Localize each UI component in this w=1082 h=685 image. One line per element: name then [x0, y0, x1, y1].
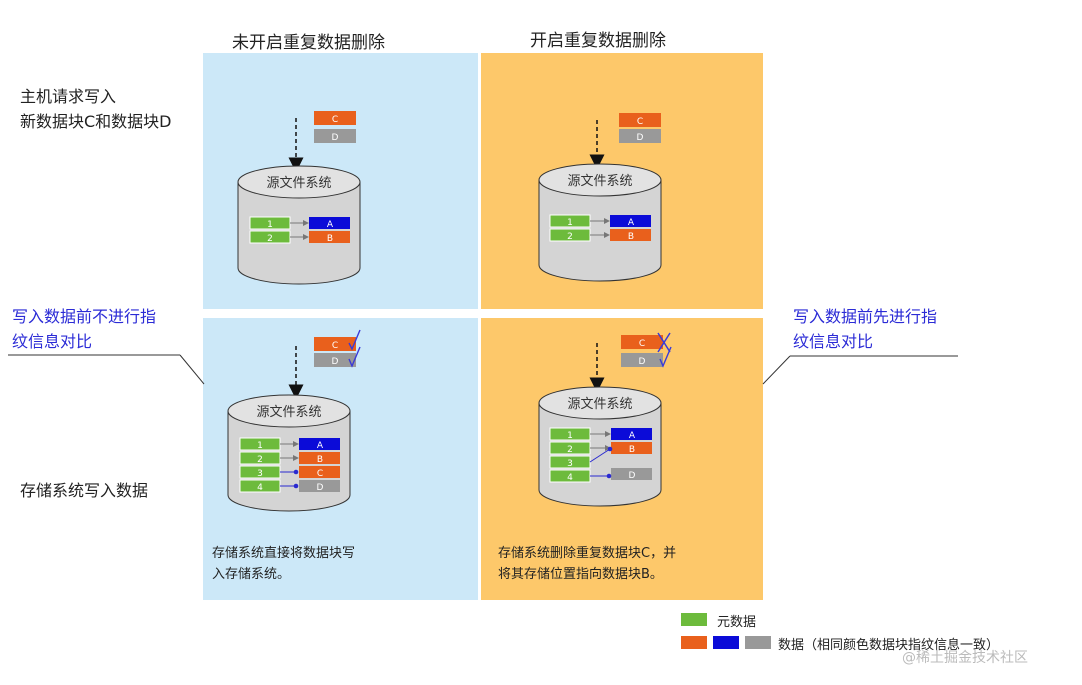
cylinder-label: 源文件系统 [567, 397, 632, 412]
data-block-a-label: A [327, 220, 334, 230]
column-title-dedup: 开启重复数据删除 [530, 31, 666, 51]
metadata-4-label: 4 [567, 473, 573, 483]
annotation-left-line1: 写入数据前不进行指 [12, 307, 157, 326]
data-block-c-label: C [317, 469, 323, 479]
annotation-no-fingerprint-compare: 写入数据前不进行指 纹信息对比 [12, 304, 156, 354]
legend-metadata-swatch [681, 613, 707, 626]
metadata-1-label: 1 [267, 220, 273, 230]
metadata-2-label: 2 [567, 232, 573, 242]
caption-dedup: 存储系统删除重复数据块C，并 将其存储位置指向数据块B。 [498, 543, 760, 585]
incoming-block-c-label: C [637, 117, 643, 127]
annotation-right-line2: 纹信息对比 [793, 332, 874, 351]
cross-mark-icon [657, 332, 671, 353]
incoming-block-c-label: C [332, 341, 338, 351]
metadata-3-label: 3 [567, 459, 573, 469]
row-label-storage-write: 存储系统写入数据 [20, 481, 149, 500]
column-title-no-dedup: 未开启重复数据删除 [232, 33, 385, 53]
data-block-b-label: B [629, 445, 635, 455]
legend-blue-swatch [713, 636, 739, 649]
legend-swatches [681, 613, 771, 649]
metadata-2-label: 2 [567, 445, 573, 455]
data-block-d-label: D [629, 471, 636, 481]
metadata-1-label: 1 [567, 431, 573, 441]
metadata-1-label: 1 [257, 441, 263, 451]
incoming-block-d-label: D [639, 357, 646, 367]
quadrant-top-right: C D 源文件系统 1 2 A B [538, 113, 662, 282]
legend-gray-swatch [745, 636, 771, 649]
quadrant-bottom-left: C D 源文件系统 1 2 3 4 A B C D [227, 329, 361, 512]
incoming-block-d-label: D [332, 357, 339, 367]
incoming-block-c-label: C [332, 115, 338, 125]
metadata-2-label: 2 [257, 455, 263, 465]
metadata-3-label: 3 [257, 469, 263, 479]
legend-orange-swatch [681, 636, 707, 649]
host-label-line1: 主机请求写入 [20, 87, 117, 106]
metadata-1-label: 1 [567, 218, 573, 228]
legend-data-label: 数据（相同颜色数据块指纹信息一致） [778, 638, 1000, 653]
data-block-a-label: A [629, 431, 636, 441]
host-label-line2: 新数据块C和数据块D [20, 112, 172, 131]
caption-no-dedup-line2: 入存储系统。 [212, 567, 291, 582]
caption-no-dedup: 存储系统直接将数据块写 入存储系统。 [212, 543, 472, 585]
data-block-a-label: A [317, 441, 324, 451]
quadrant-bottom-right: C D 源文件系统 1 2 3 4 A B D [538, 332, 672, 507]
incoming-block-d-label: D [637, 133, 644, 143]
annotation-left-line2: 纹信息对比 [12, 332, 93, 351]
cylinder-label: 源文件系统 [256, 405, 321, 420]
data-block-a-label: A [628, 218, 635, 228]
metadata-4-label: 4 [257, 483, 263, 493]
annotation-fingerprint-compare: 写入数据前先进行指 纹信息对比 [793, 304, 937, 354]
caption-dedup-line1: 存储系统删除重复数据块C，并 [498, 546, 677, 561]
incoming-block-d-label: D [332, 133, 339, 143]
annotation-leader-left [8, 354, 205, 385]
caption-dedup-line2: 将其存储位置指向数据块B。 [498, 567, 663, 582]
data-block-d-label: D [317, 483, 324, 493]
incoming-block-c-label: C [639, 339, 645, 349]
check-mark-icon [659, 346, 672, 368]
data-block-b-label: B [628, 232, 634, 242]
cylinder-label: 源文件系统 [266, 176, 331, 191]
row-label-host-request: 主机请求写入 新数据块C和数据块D [20, 84, 172, 134]
caption-no-dedup-line1: 存储系统直接将数据块写 [212, 546, 356, 561]
annotation-leader-right [762, 355, 958, 385]
cylinder-label: 源文件系统 [567, 174, 632, 189]
annotation-right-line1: 写入数据前先进行指 [793, 307, 938, 326]
watermark-text: @稀土掘金技术社区 [902, 650, 1028, 666]
quadrant-top-left: C D 源文件系统 1 2 A B [237, 111, 361, 285]
metadata-2-label: 2 [267, 234, 273, 244]
data-block-b-label: B [327, 234, 333, 244]
data-block-b-label: B [317, 455, 323, 465]
check-mark-icon [348, 329, 361, 351]
legend-metadata-label: 元数据 [717, 615, 757, 630]
check-mark-icon [348, 346, 361, 368]
